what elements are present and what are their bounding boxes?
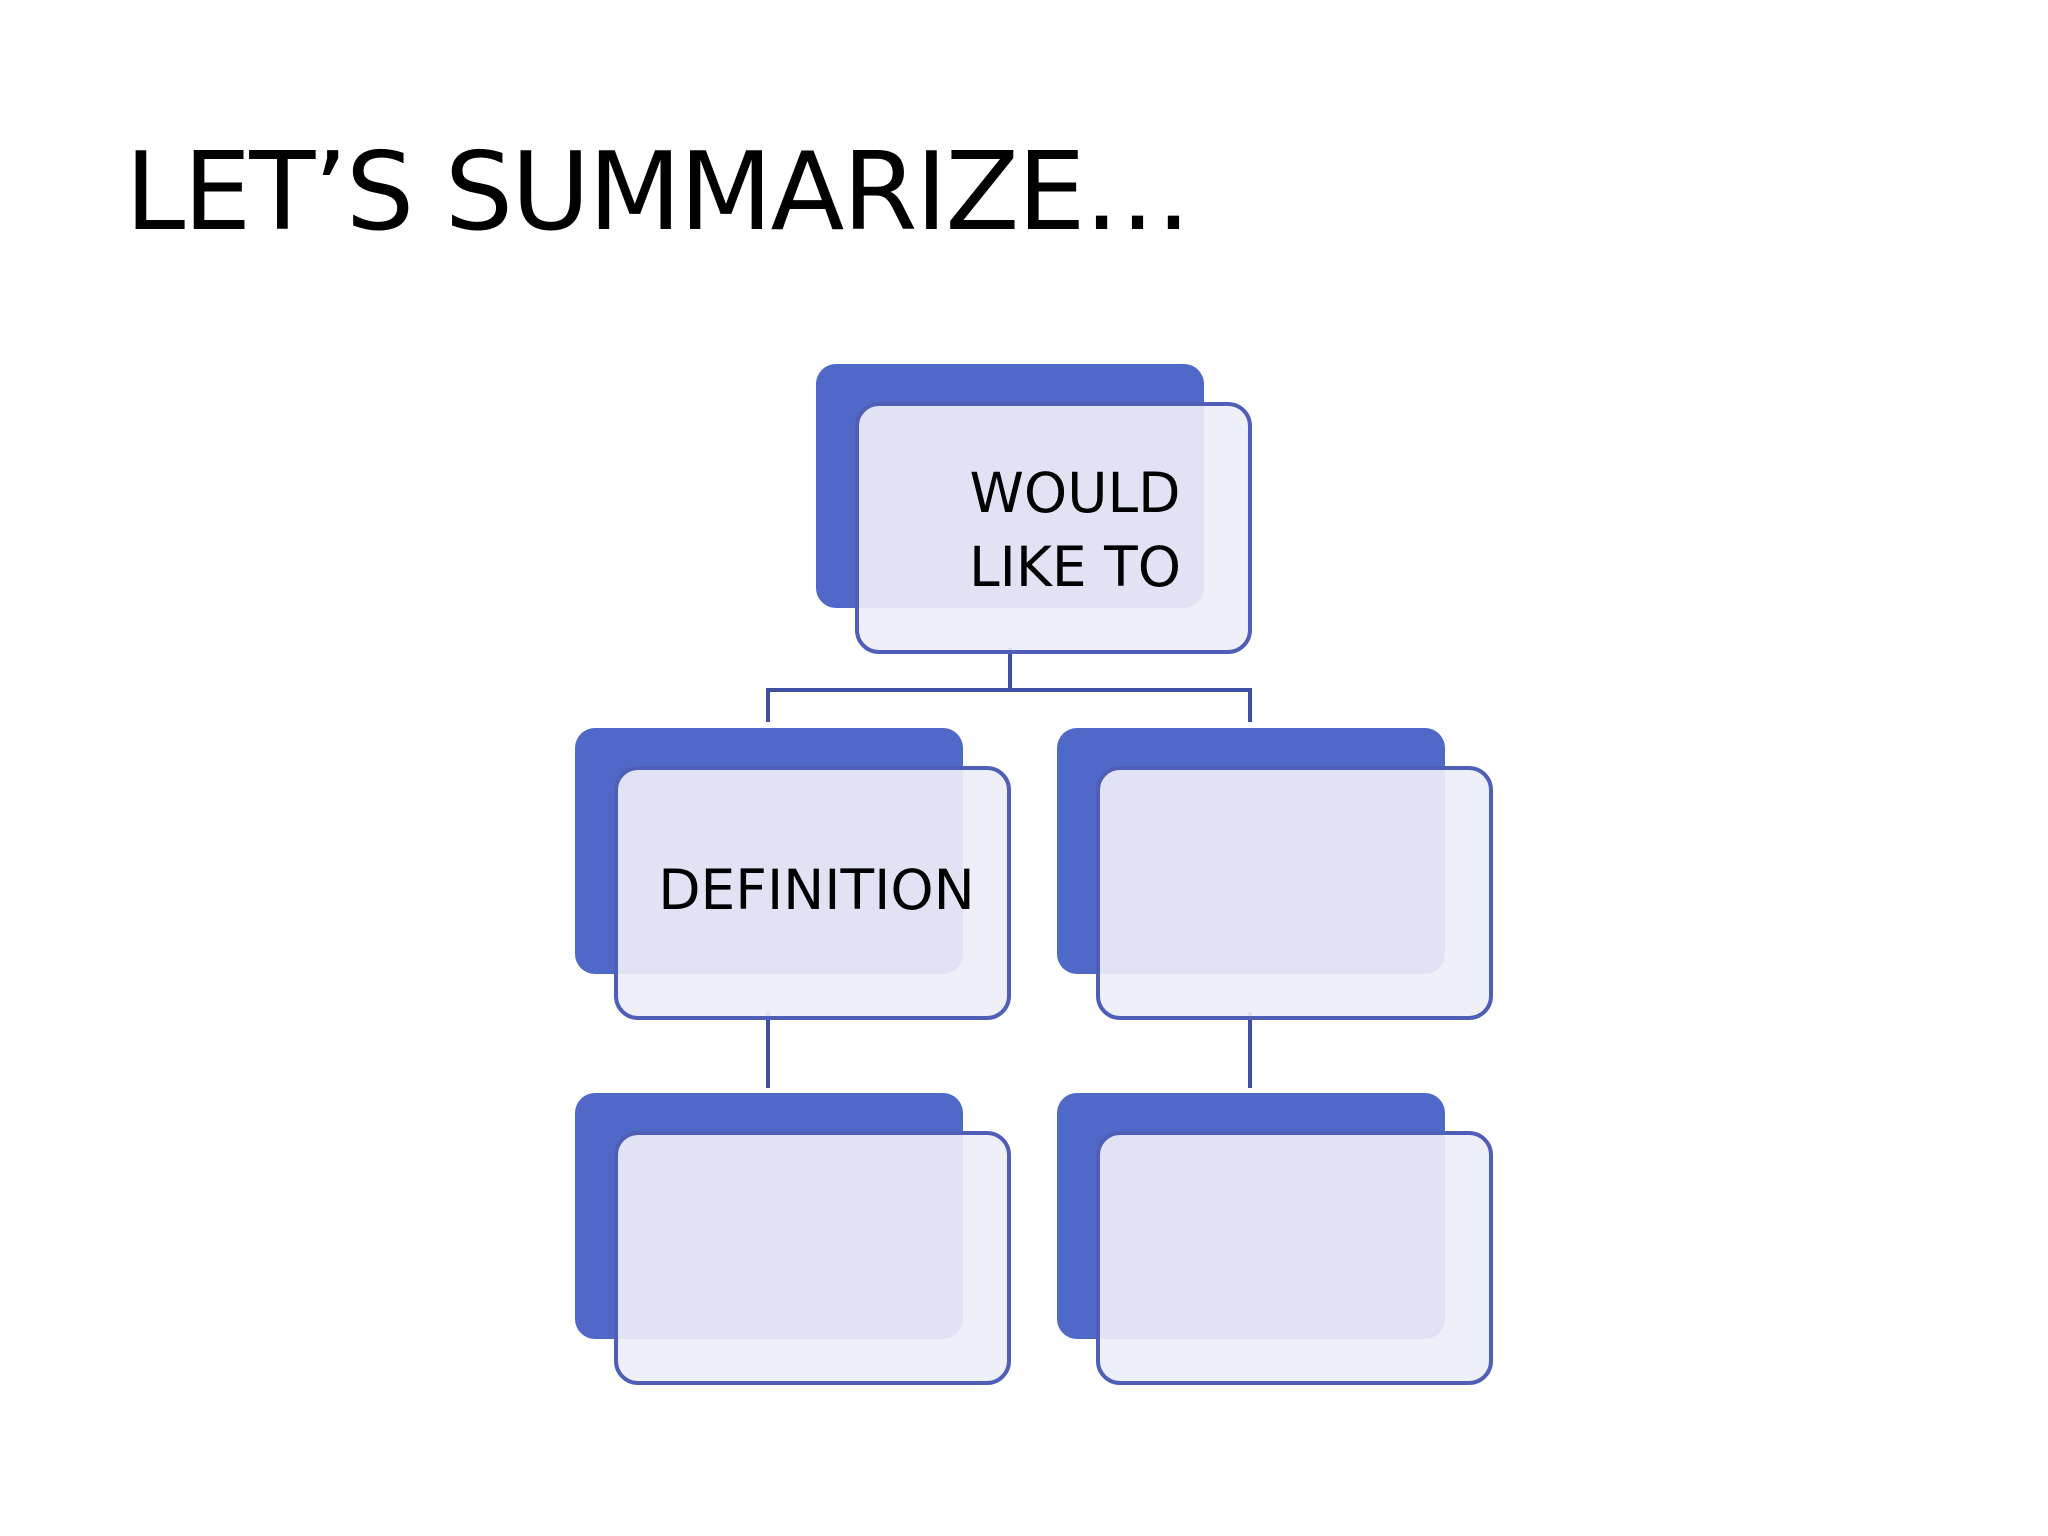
connectors bbox=[766, 648, 1252, 1088]
node-right-label bbox=[1108, 800, 1481, 980]
node-left-child[interactable] bbox=[575, 1093, 1011, 1385]
node-right[interactable] bbox=[1057, 728, 1493, 1020]
slide-title: LET’S SUMMARIZE… bbox=[125, 130, 1192, 255]
node-root-label: WOULD LIKE TO bbox=[968, 460, 1182, 599]
node-root-front-card bbox=[855, 402, 1252, 654]
node-right-child[interactable] bbox=[1057, 1093, 1493, 1385]
node-definition[interactable] bbox=[575, 728, 1011, 1020]
node-right-front-card bbox=[1096, 766, 1493, 1020]
node-right-child-label bbox=[1108, 1165, 1481, 1345]
connector-root-to-level2 bbox=[766, 648, 1252, 722]
node-left-child-label bbox=[626, 1165, 999, 1345]
node-definition-front-card bbox=[614, 766, 1011, 1020]
node-right-child-front-card bbox=[1096, 1131, 1493, 1385]
node-root[interactable] bbox=[816, 364, 1252, 654]
node-left-child-front-card bbox=[614, 1131, 1011, 1385]
node-definition-label: DEFINITION bbox=[658, 857, 975, 922]
